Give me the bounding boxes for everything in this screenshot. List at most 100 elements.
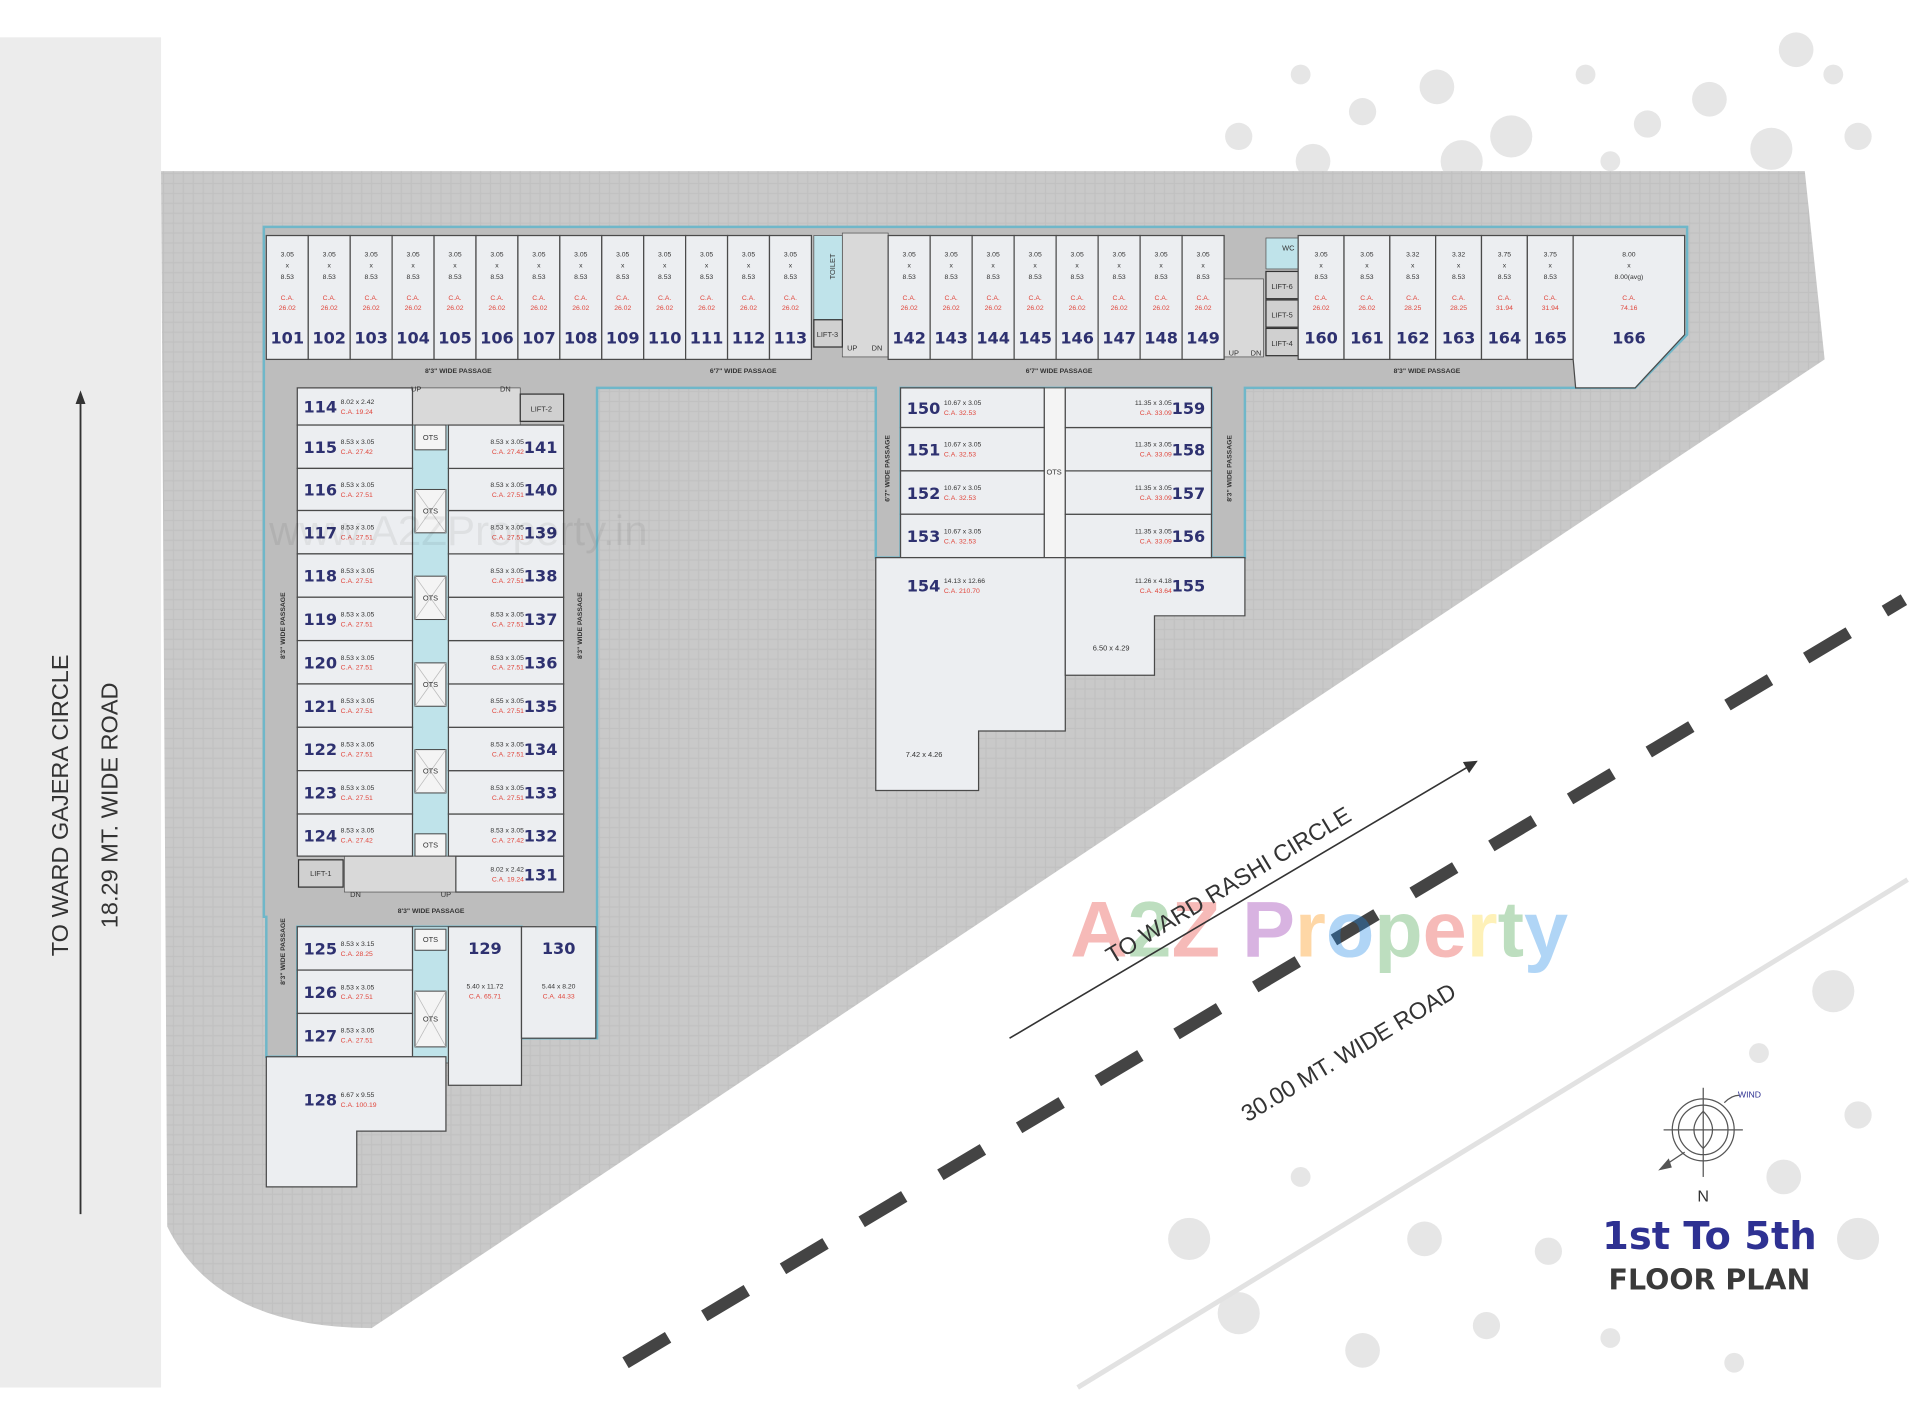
unit-number: 164 <box>1488 328 1522 347</box>
decor-dot <box>1837 1217 1880 1260</box>
unit-size: 8.53 <box>1360 274 1373 281</box>
unit-outline <box>899 513 1045 559</box>
unit-size: 3.05 <box>987 252 1000 259</box>
unit-number: 129 <box>468 939 502 958</box>
label-up-right: UP <box>1229 349 1239 358</box>
unit-number: 135 <box>524 697 558 716</box>
unit-carpet-area: C.A. <box>1406 295 1419 302</box>
main-road-arrow <box>1009 760 1478 1039</box>
unit-number: 155 <box>1172 577 1206 596</box>
lift-6 <box>1265 270 1299 300</box>
unit-number: 144 <box>976 328 1010 347</box>
unit-outline <box>447 467 565 512</box>
ots-box: OTS <box>414 488 447 534</box>
unit-outline <box>447 509 565 555</box>
unit-size: 8.53 <box>784 274 797 281</box>
unit-carpet-area: C.A. 27.51 <box>492 751 524 758</box>
unit-size: 8.53 x 3.05 <box>341 611 375 618</box>
ots-label: OTS <box>423 507 438 516</box>
unit-carpet-area: C.A. 65.71 <box>469 994 501 1001</box>
unit-outline <box>447 424 565 470</box>
watermark-letter: y <box>1524 884 1568 973</box>
unit-outline <box>296 726 414 772</box>
unit-carpet-area: 26.02 <box>1069 305 1086 312</box>
unit-carpet-area: C.A. <box>532 295 545 302</box>
ots-box: OTS <box>414 928 447 951</box>
ots-box: OTS <box>414 662 447 707</box>
unit-size: 8.53 x 3.05 <box>341 439 375 446</box>
unit-number: 162 <box>1396 328 1430 347</box>
unit-carpet-area: 26.02 <box>782 305 799 312</box>
unit-size: 8.53 <box>987 274 1000 281</box>
unit-size: 8.53 x 3.05 <box>341 984 375 991</box>
unit-number: 133 <box>524 784 558 803</box>
unit-size: 8.53 x 3.05 <box>341 828 375 835</box>
